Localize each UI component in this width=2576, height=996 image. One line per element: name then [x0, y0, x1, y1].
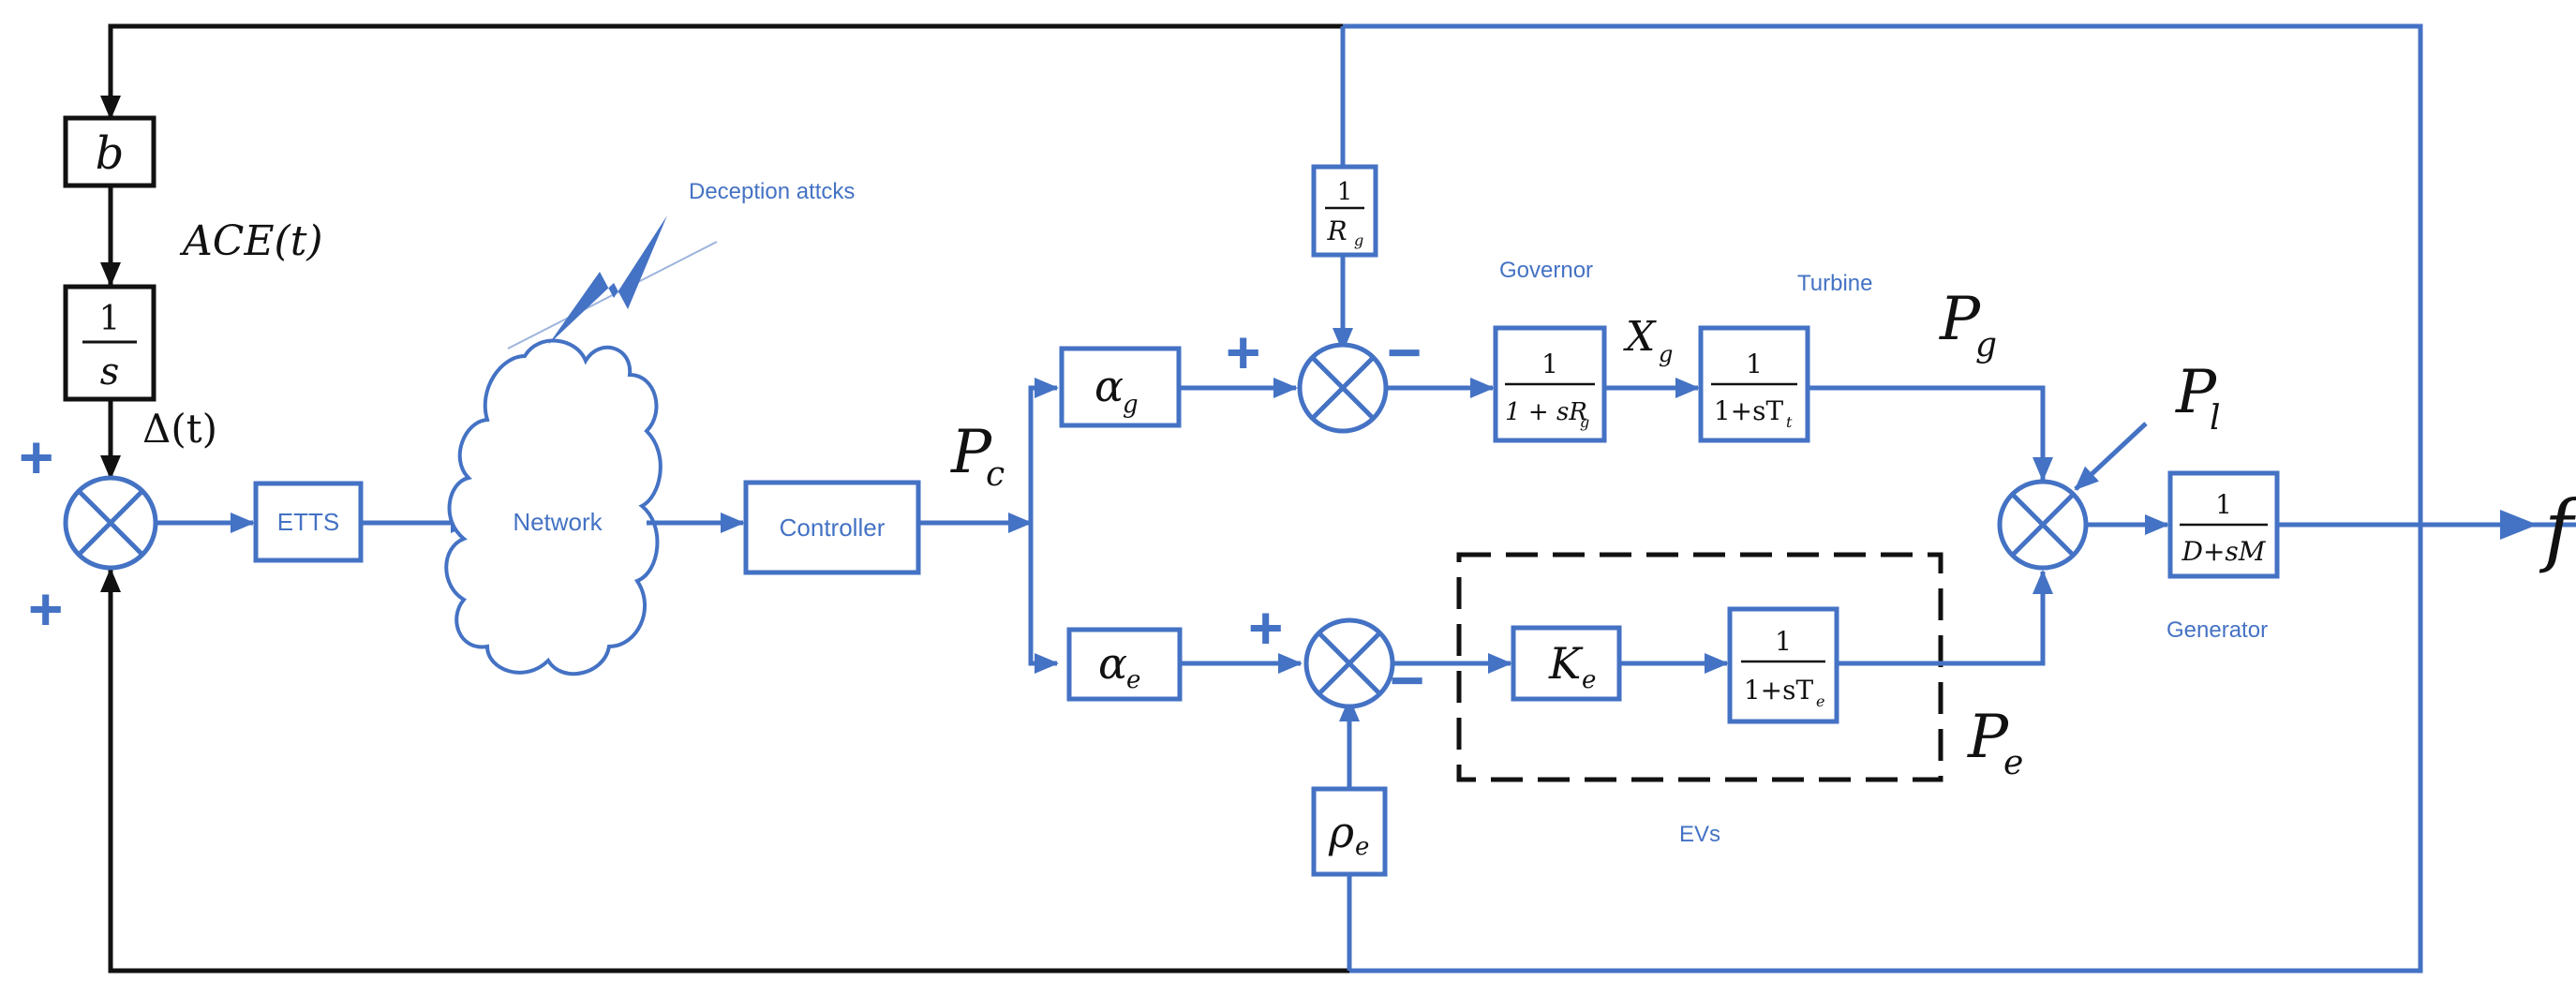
gain-b-label: b: [96, 127, 125, 180]
summing-junction-icon: [63, 475, 158, 571]
pe-label: P e: [1967, 703, 2023, 782]
generator-label: Generator: [2167, 617, 2268, 643]
droop-block: 1 R g: [1311, 164, 1378, 258]
ev-battery-block: 1 1+sT e: [1727, 606, 1839, 724]
turbine-block: 1 1+sT t: [1698, 325, 1810, 443]
svg-text:e: e: [1355, 833, 1369, 861]
alpha-e-block: α e: [1066, 627, 1183, 702]
ace-label: ACE(t): [179, 217, 323, 265]
etts-block: ETTS: [253, 481, 364, 563]
svg-text:e: e: [1816, 692, 1824, 710]
governor-label: Governor: [1499, 258, 1593, 283]
svg-text:1: 1: [1775, 626, 1792, 657]
svg-text:D+sM: D+sM: [2181, 536, 2267, 567]
svg-text:g: g: [1354, 231, 1363, 249]
blue-feedback-path: [1333, 23, 2423, 974]
f-output-label: f: [2539, 483, 2576, 575]
svg-text:g: g: [1975, 326, 1997, 364]
evs-group-outline: [1456, 552, 1943, 782]
svg-text:1: 1: [1541, 349, 1558, 379]
delta-label: Δ(t): [142, 406, 217, 452]
svg-text:l: l: [2210, 399, 2221, 438]
etts-label: ETTS: [277, 508, 339, 536]
summing-junction-icon: [1297, 342, 1389, 434]
evs-label: EVs: [1679, 822, 1720, 847]
summing-junction-icon: [1303, 617, 1395, 709]
plus-sign-ev-sum: +: [1248, 594, 1283, 662]
governor-block: 1 1 + sR g: [1493, 325, 1607, 443]
pg-label: P g: [1939, 285, 1997, 364]
svg-text:1+sT: 1+sT: [1714, 395, 1784, 426]
minus-sign-ev-sum: −: [1390, 647, 1424, 714]
deception-attacks-label: Deception attcks: [689, 179, 855, 204]
integrator-numerator: 1: [99, 300, 121, 338]
svg-text:P: P: [1967, 703, 2009, 772]
svg-text:g: g: [1659, 341, 1673, 367]
svg-text:c: c: [986, 455, 1005, 494]
ke-block: K e: [1511, 625, 1622, 702]
svg-text:α: α: [1098, 638, 1127, 689]
svg-text:e: e: [2003, 744, 2023, 782]
generator-block: 1 D+sM: [2167, 470, 2280, 579]
svg-text:t: t: [1786, 413, 1793, 431]
rho-e-block: ρ e: [1311, 786, 1388, 877]
svg-text:X: X: [1623, 313, 1657, 361]
pl-label: P l: [2175, 358, 2221, 438]
lightning-icon: [507, 216, 718, 349]
svg-text:g: g: [1123, 391, 1139, 419]
svg-text:1: 1: [2215, 489, 2232, 520]
plus-sign-top-left: +: [19, 424, 53, 491]
svg-text:K: K: [1548, 638, 1584, 689]
svg-text:1: 1: [1746, 349, 1763, 379]
integrator-block: 1 s: [63, 284, 156, 402]
network-label: Network: [513, 508, 603, 536]
svg-text:P: P: [1939, 285, 1981, 354]
svg-text:P: P: [2175, 358, 2217, 427]
summing-junction-icon: [1997, 479, 2089, 571]
black-feedback-path: [100, 23, 1349, 974]
integrator-denominator: s: [100, 350, 120, 394]
svg-text:1+sT: 1+sT: [1744, 675, 1814, 706]
plus-sign-governor-sum: +: [1226, 319, 1260, 386]
controller-label: Controller: [780, 513, 886, 542]
svg-text:P: P: [950, 418, 992, 487]
svg-text:1 + sR: 1 + sR: [1505, 398, 1587, 426]
svg-text:e: e: [1582, 666, 1596, 694]
svg-text:R: R: [1326, 216, 1347, 246]
pc-label: P c: [950, 418, 1005, 494]
svg-text:1: 1: [1337, 178, 1353, 206]
gain-b-block: b: [63, 115, 156, 188]
svg-text:α: α: [1094, 361, 1124, 411]
controller-block: Controller: [743, 480, 921, 575]
plus-sign-bottom-left: +: [28, 575, 63, 643]
svg-text:ρ: ρ: [1328, 807, 1354, 857]
xg-label: X g: [1623, 313, 1673, 367]
alpha-g-block: α g: [1059, 346, 1182, 428]
minus-sign-governor-sum: −: [1387, 319, 1422, 386]
svg-text:e: e: [1126, 666, 1140, 694]
cloud-icon: [444, 338, 663, 676]
turbine-label: Turbine: [1797, 271, 1872, 296]
svg-text:g: g: [1580, 413, 1589, 431]
